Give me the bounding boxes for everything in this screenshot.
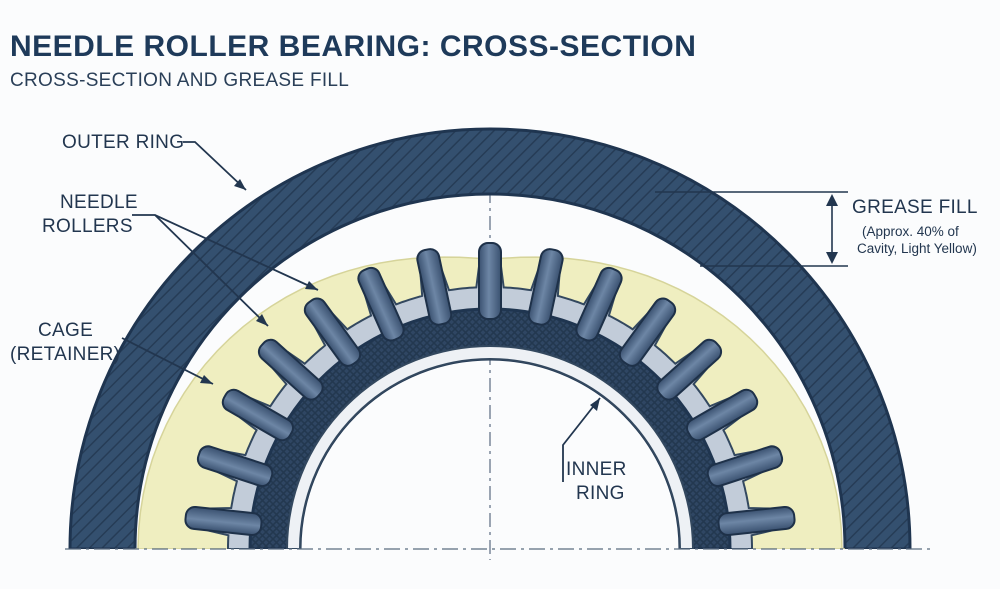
inner-ring-rim	[285, 345, 695, 549]
label-grease-fill: GREASE FILL	[852, 197, 978, 218]
needle-roller	[618, 297, 677, 367]
needle-roller	[221, 388, 295, 442]
page-subtitle: CROSS-SECTION AND GREASE FILL	[10, 70, 350, 91]
needle-roller	[184, 505, 263, 537]
needle-roller	[527, 248, 564, 326]
grease-dim-arrow-down	[826, 252, 838, 264]
arrow-outer-ring	[234, 179, 246, 190]
needle-rollers-group	[184, 242, 796, 537]
label-cage: CAGE (RETAINER)	[10, 320, 120, 365]
needle-roller	[257, 338, 324, 401]
needle-roller	[706, 445, 784, 488]
needle-roller	[416, 248, 453, 326]
needle-roller	[656, 338, 723, 401]
needle-roller	[685, 388, 759, 442]
needle-roller	[478, 242, 502, 320]
needle-roller	[303, 297, 362, 367]
arrow-needle-rollers-1	[305, 281, 318, 290]
arrow-needle-rollers-2	[256, 314, 268, 326]
label-needle-rollers: NEEDLE ROLLERS	[42, 192, 143, 237]
needle-roller	[575, 266, 623, 342]
needle-roller	[357, 266, 405, 342]
label-outer-ring: OUTER RING	[62, 132, 184, 153]
label-grease-note: (Approx. 40% of Cavity, Light Yellow)	[857, 224, 977, 256]
arrow-cage	[200, 375, 213, 384]
leader-outer-ring	[183, 141, 247, 191]
leader-inner-ring	[562, 397, 601, 482]
arrow-inner-ring	[590, 398, 600, 411]
leader-needle-rollers-2	[154, 214, 269, 327]
grease-dim-arrow-up	[826, 194, 838, 206]
label-inner-ring: INNER RING	[566, 459, 632, 504]
needle-roller	[196, 445, 274, 488]
leader-cage	[121, 337, 214, 385]
page-title: NEEDLE ROLLER BEARING: CROSS-SECTION	[10, 30, 697, 63]
needle-roller	[717, 505, 796, 537]
outer-ring	[68, 127, 912, 549]
